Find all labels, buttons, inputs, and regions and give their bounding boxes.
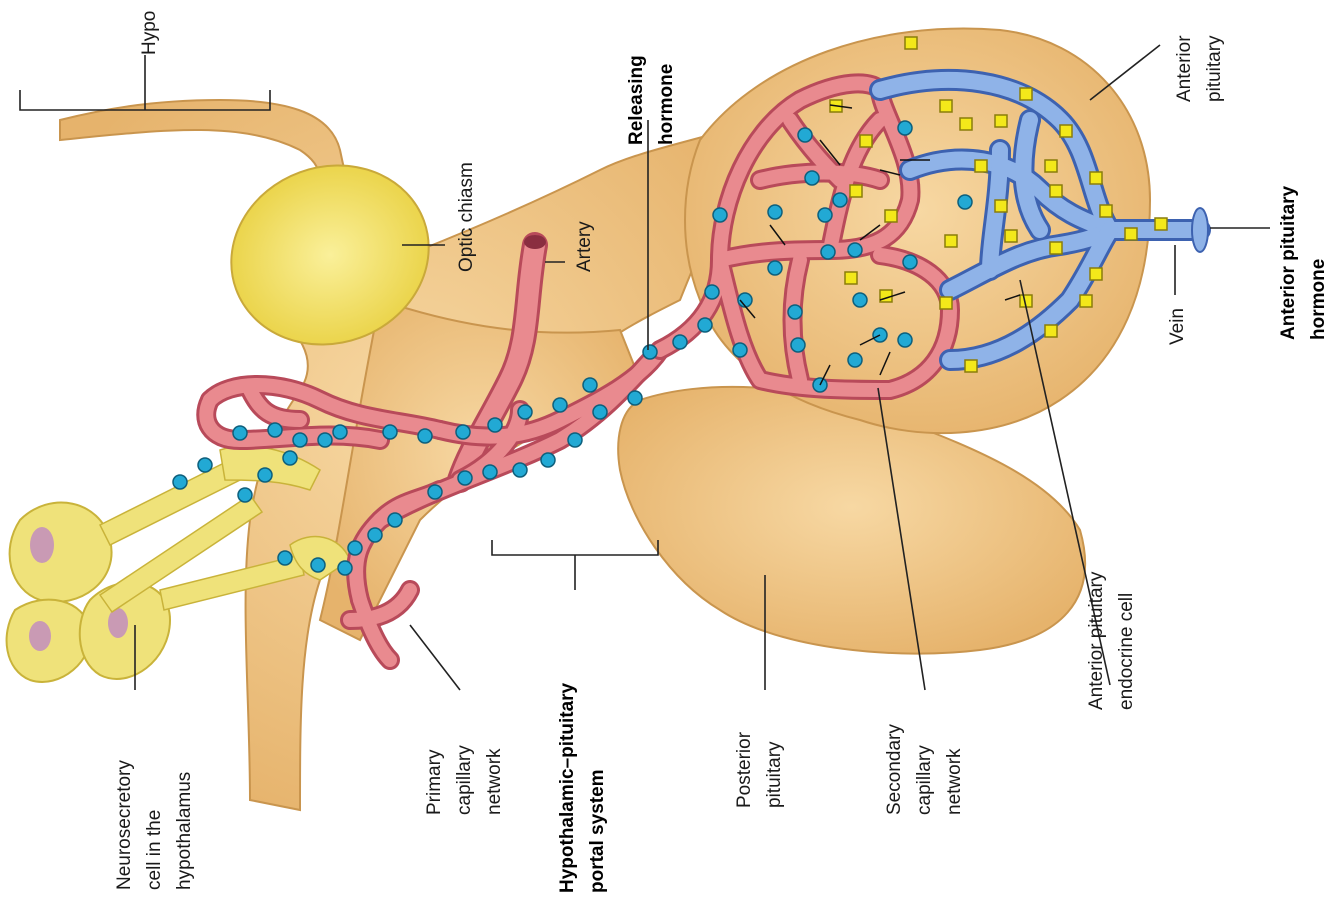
label-anterior-pituitary: Anterior pituitary — [1170, 35, 1230, 102]
label-vein: Vein — [1163, 308, 1193, 345]
label-anterior-pituitary-hormone: Anterior pituitary hormone — [1274, 186, 1334, 340]
label-hypothalamus-partial: Hypo — [135, 11, 165, 55]
label-releasing-hormone: Releasing hormone — [622, 55, 682, 145]
label-endocrine-cell: Anterior pituitary endocrine cell — [1082, 572, 1142, 710]
label-portal-system: Hypothalamic–pituitary portal system — [553, 683, 613, 893]
posterior-pituitary-lobe — [618, 387, 1085, 654]
label-primary-capillary-network: Primary capillary network — [420, 745, 510, 815]
label-optic-chiasm: Optic chiasm — [452, 162, 482, 272]
label-secondary-capillary-network: Secondary capillary network — [880, 724, 970, 815]
label-neurosecretory-cell: Neurosecretory cell in the hypothalamus — [110, 760, 200, 890]
label-posterior-pituitary: Posterior pituitary — [730, 732, 790, 808]
label-artery: Artery — [570, 221, 600, 272]
